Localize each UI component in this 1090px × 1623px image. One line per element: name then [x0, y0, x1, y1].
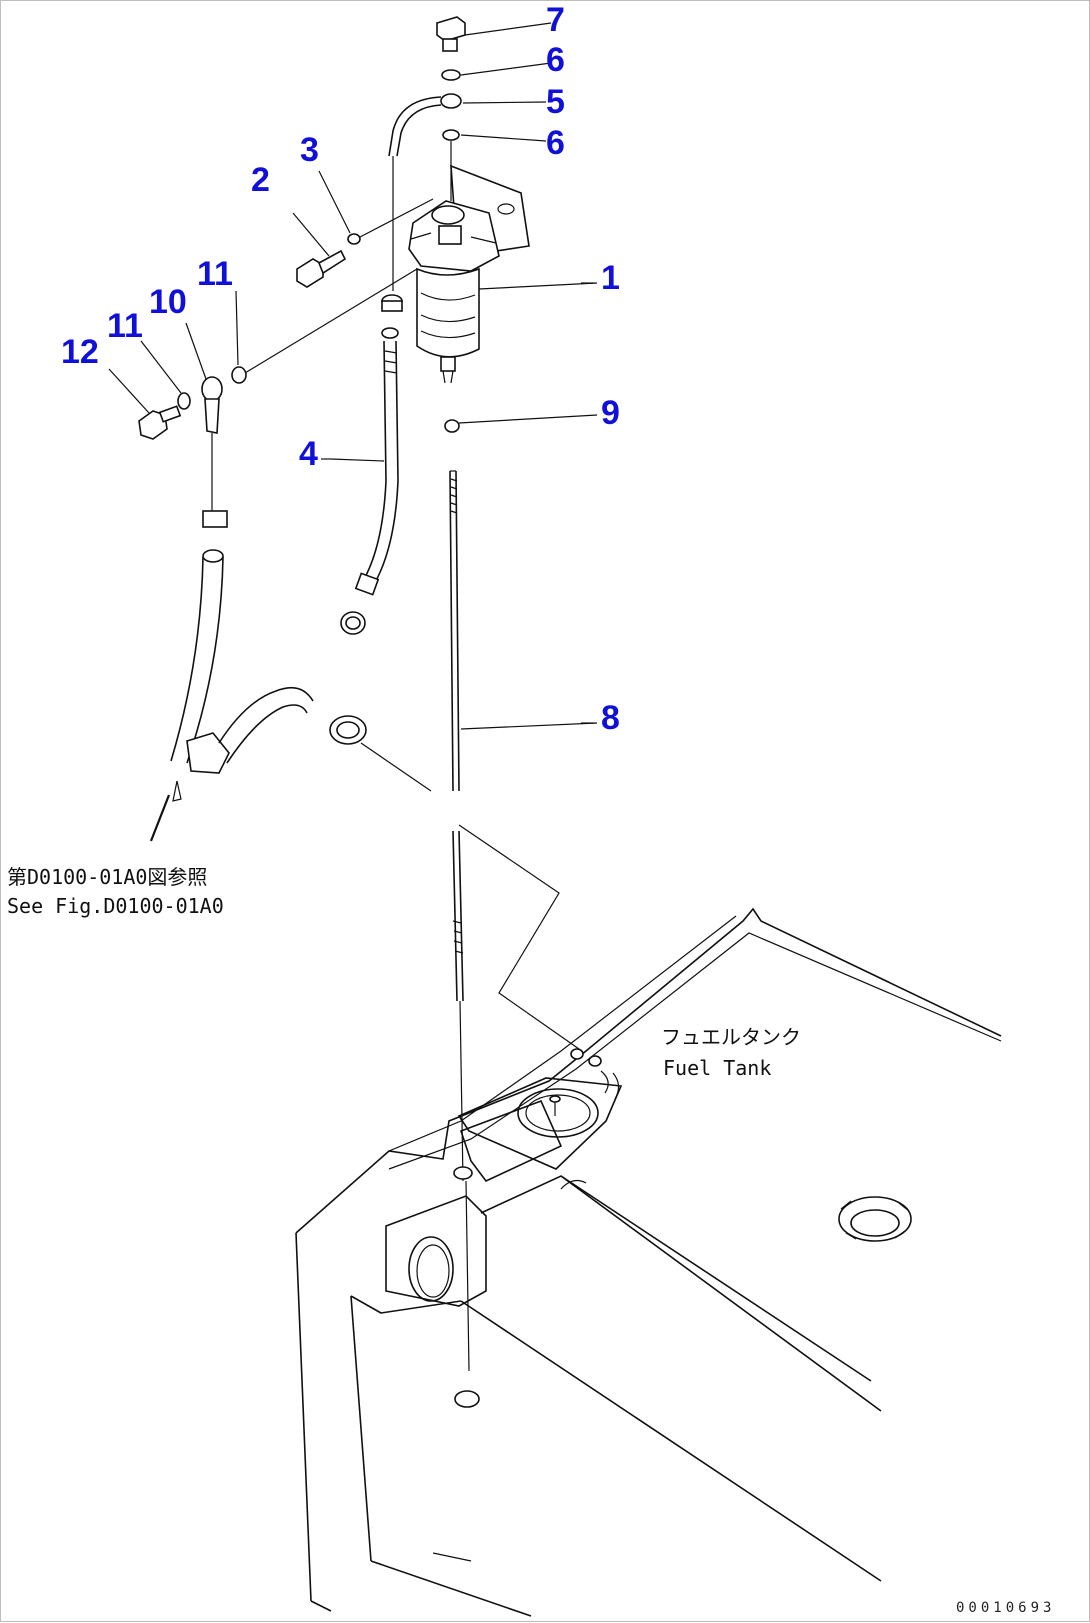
- callout-6-bottom: 6: [546, 124, 565, 162]
- bolt-2-icon: [296, 258, 324, 288]
- callout-12: 12: [61, 333, 99, 371]
- callout-3: 3: [300, 131, 319, 169]
- leader-12: [108, 368, 150, 414]
- filler-cap-ring: [838, 1196, 912, 1242]
- return-tube: [381, 96, 442, 312]
- washer-3-icon: [347, 233, 361, 245]
- callout-7: 7: [546, 1, 565, 39]
- leader-3: [318, 170, 351, 234]
- washer-6-bottom-icon: [442, 129, 460, 141]
- feed-hose: [149, 510, 367, 842]
- callout-10: 10: [149, 283, 187, 321]
- callout-2: 2: [251, 161, 270, 199]
- bolt-2-and-washer-3: [296, 198, 434, 288]
- bolt-7-icon: [436, 16, 466, 42]
- clamp-leader: [360, 742, 432, 792]
- grommet-9-icon: [444, 419, 460, 433]
- fuel-tank: [295, 907, 1002, 1617]
- callout-9: 9: [601, 394, 620, 432]
- joint-5-icon: [440, 93, 462, 109]
- callout-6-top: 6: [546, 41, 565, 79]
- reference-note-en: See Fig.D0100-01A0: [7, 894, 224, 918]
- tank-label-en: Fuel Tank: [663, 1056, 771, 1080]
- leader-7: [464, 22, 552, 36]
- callout-11-left: 11: [107, 307, 143, 345]
- reference-note-jp: 第D0100-01A0図参照: [7, 865, 207, 889]
- leader-6b: [460, 134, 547, 142]
- leader-11b: [140, 340, 182, 394]
- eye-joint-10-icon: [201, 376, 223, 402]
- leader-5: [462, 101, 547, 104]
- callout-1: 1: [601, 259, 620, 297]
- routing-line: [458, 824, 580, 1050]
- leader-2: [292, 212, 330, 257]
- bolt-12-icon: [138, 410, 168, 440]
- washer-11-left-icon: [177, 392, 191, 410]
- leader-9: [458, 414, 598, 424]
- callout-11-right: 11: [197, 255, 233, 293]
- hose-4: [340, 327, 399, 635]
- eye-joint-group: [138, 268, 418, 511]
- leader-11a: [235, 290, 239, 366]
- drawing-code: 00010693: [956, 1600, 1055, 1616]
- callout-4: 4: [299, 435, 318, 473]
- washer-11-right-icon: [231, 366, 247, 384]
- callout-5: 5: [546, 83, 565, 121]
- fuel-filter-assembly: [408, 164, 530, 384]
- tank-label-jp: フュエルタンク: [661, 1025, 801, 1049]
- leader-10: [185, 322, 207, 380]
- leader-8: [460, 722, 598, 730]
- callout-8: 8: [601, 699, 620, 737]
- level-rod-8: [444, 419, 480, 1408]
- leader-6a: [460, 62, 552, 76]
- leader-4: [330, 458, 385, 462]
- washer-6-top-icon: [441, 69, 461, 81]
- leader-1: [478, 282, 598, 290]
